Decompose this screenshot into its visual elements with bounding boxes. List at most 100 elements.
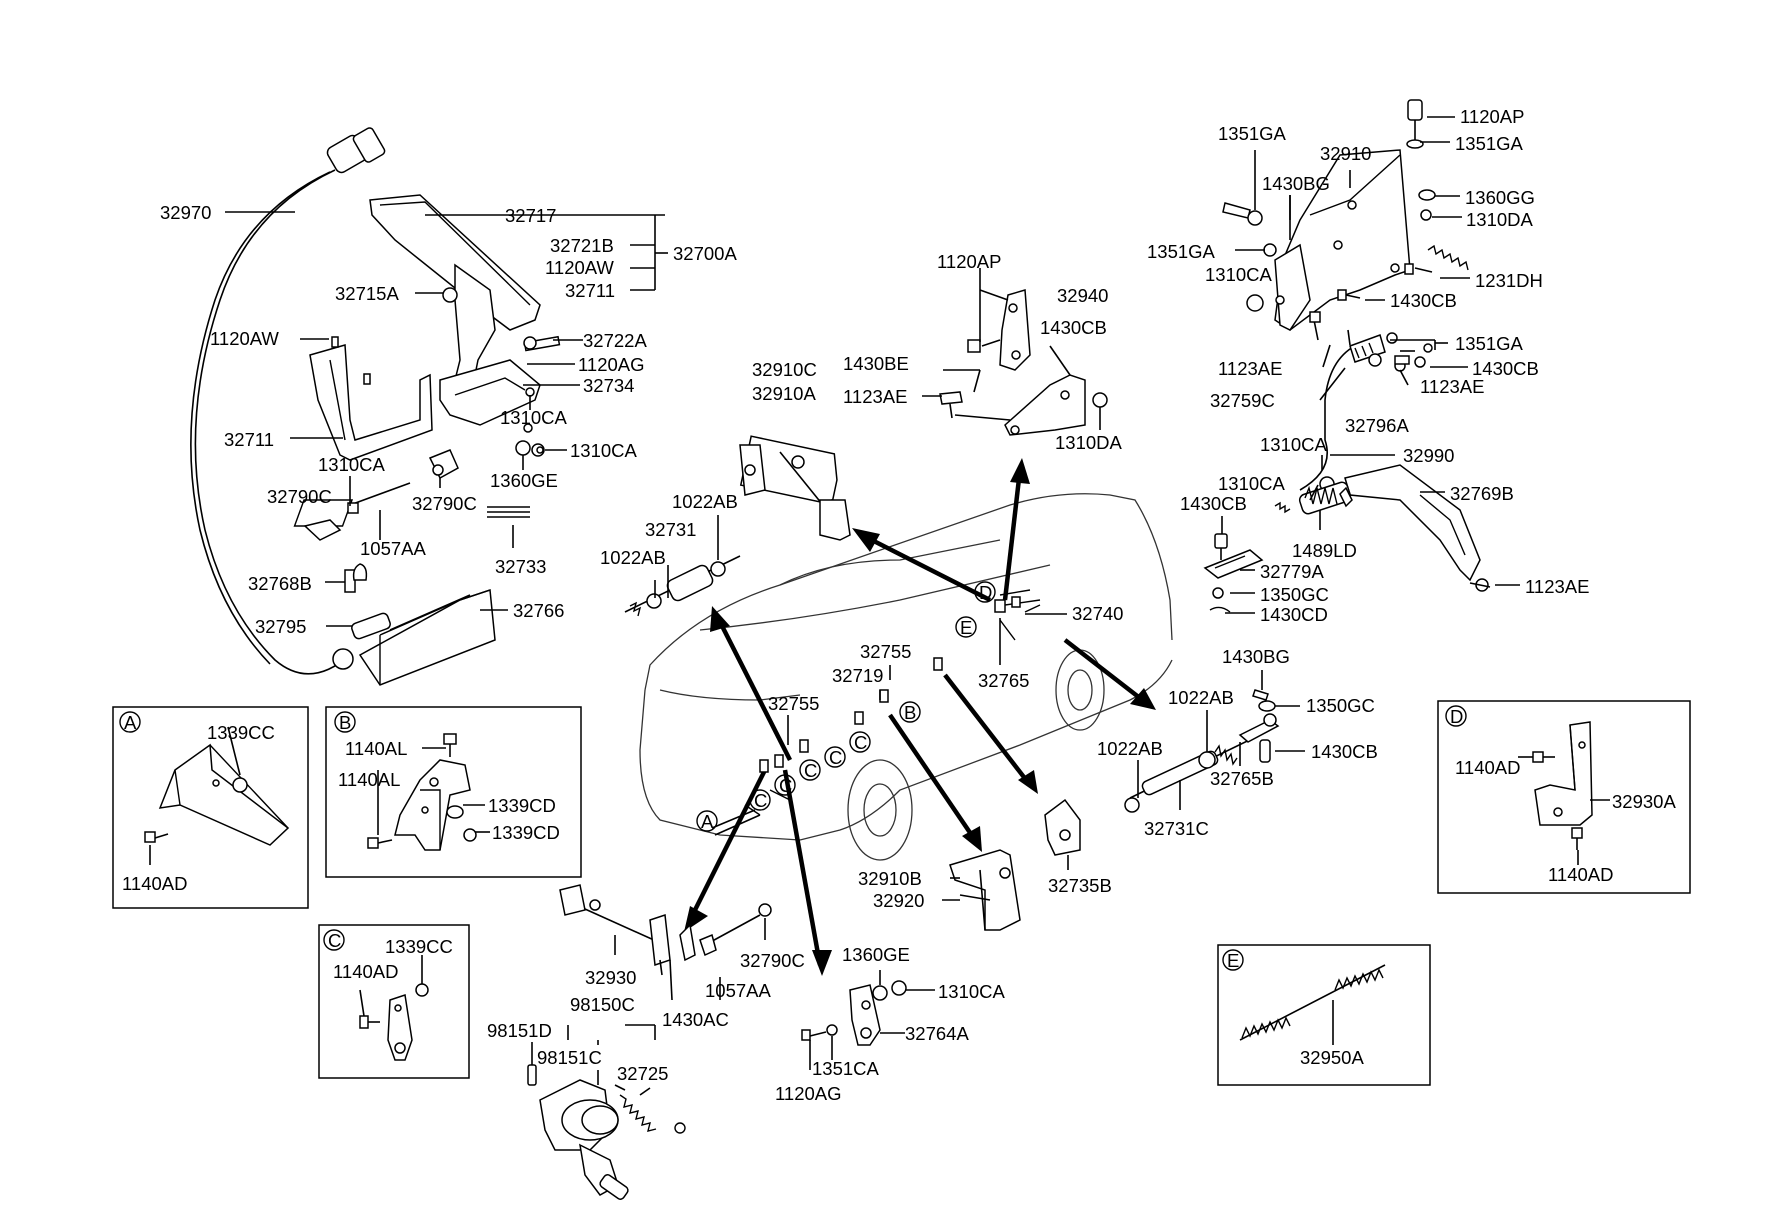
label-32910: 32910 xyxy=(1320,143,1371,164)
label-1120aw-a: 1120AW xyxy=(545,257,614,278)
label-1120ap-a: 1120AP xyxy=(937,251,1001,272)
linkage-parts xyxy=(711,589,1041,836)
label-32790c-b: 32790C xyxy=(412,493,477,514)
block-32735b xyxy=(1044,798,1081,856)
label-32722a: 32722A xyxy=(583,330,647,351)
label-32930: 32930 xyxy=(585,967,636,988)
inset-detail-e: E xyxy=(1217,944,1431,1086)
label-1140ad-c: 1140AD xyxy=(333,961,398,982)
label-1022ab-c: 1022AB xyxy=(1168,687,1234,708)
inset-detail-d: D xyxy=(1437,700,1691,894)
label-32790c-c: 32790C xyxy=(740,950,805,971)
label-1140ad-d1: 1140AD xyxy=(1455,757,1520,778)
label-1123ae-a: 1123AE xyxy=(843,386,907,407)
label-1430cb-c: 1430CB xyxy=(1472,358,1539,379)
label-32970: 32970 xyxy=(160,202,211,223)
bracket-32940 xyxy=(939,289,1108,436)
label-32768b: 32768B xyxy=(248,573,312,594)
label-32930a: 32930A xyxy=(1612,791,1676,812)
label-32755-b: 32755 xyxy=(768,693,819,714)
inset-detail-a: A xyxy=(112,706,309,909)
accelerator-pedal-assembly xyxy=(293,194,561,686)
bracket-32910b xyxy=(949,849,1021,931)
label-32795: 32795 xyxy=(255,616,306,637)
label-1351ga-d: 1351GA xyxy=(1455,333,1524,354)
label-1430bg-a: 1430BG xyxy=(1262,173,1330,194)
label-32764a: 32764A xyxy=(905,1023,969,1044)
label-1350gc-b: 1350GC xyxy=(1306,695,1375,716)
callout-c3: C xyxy=(804,760,817,781)
clutch-pedal-32769b xyxy=(1203,332,1491,613)
label-1057aa-a: 1057AA xyxy=(360,538,426,559)
label-1489ld: 1489LD xyxy=(1292,540,1357,561)
label-98151c: 98151C xyxy=(537,1047,602,1068)
label-1310ca-b: 1310CA xyxy=(570,440,638,461)
label-1057aa-b: 1057AA xyxy=(705,980,771,1001)
label-32765b: 32765B xyxy=(1210,768,1274,789)
label-32759c: 32759C xyxy=(1210,390,1275,411)
label-1022ab-a: 1022AB xyxy=(672,491,738,512)
label-32711-a: 32711 xyxy=(565,280,615,301)
label-1022ab-b: 1022AB xyxy=(600,547,666,568)
label-32910c: 32910C xyxy=(752,359,817,380)
label-32719: 32719 xyxy=(832,665,883,686)
label-1360ge-b: 1360GE xyxy=(842,944,910,965)
inset-e-letter: E xyxy=(1227,950,1239,971)
inset-b-letter: B xyxy=(339,712,351,733)
label-32765: 32765 xyxy=(978,670,1029,691)
callout-c5: C xyxy=(754,790,767,811)
inset-c-letter: C xyxy=(328,930,341,951)
label-1140ad-a: 1140AD xyxy=(122,873,187,894)
label-1339cd-a: 1339CD xyxy=(488,795,556,816)
label-98151d: 98151D xyxy=(487,1020,552,1041)
label-1310da-a: 1310DA xyxy=(1055,432,1123,453)
callout-c2: C xyxy=(829,747,842,768)
label-32779a: 32779A xyxy=(1260,561,1324,582)
label-1140al-b: 1140AL xyxy=(338,769,400,790)
label-1310ca-e: 1310CA xyxy=(1260,434,1328,455)
leader-lines xyxy=(149,116,1610,1096)
label-32721b: 32721B xyxy=(550,235,614,256)
inset-a-letter: A xyxy=(124,712,137,733)
part-labels: 32970 32717 32721B 32700A 1120AW 32711 3… xyxy=(122,106,1676,1104)
callout-e: E xyxy=(960,617,972,638)
label-1351ga-c: 1351GA xyxy=(1147,241,1216,262)
label-1360ge-a: 1360GE xyxy=(490,470,558,491)
callout-circles: D E B A C C C C C xyxy=(696,581,996,832)
label-1430ac: 1430AC xyxy=(662,1009,729,1030)
label-32700a: 32700A xyxy=(673,243,737,264)
label-1339cc-a: 1339CC xyxy=(207,722,275,743)
label-1430cb-d: 1430CB xyxy=(1180,493,1247,514)
label-1310ca-c: 1310CA xyxy=(318,454,386,475)
label-1310ca-g: 1310CA xyxy=(938,981,1006,1002)
label-1351ga-b: 1351GA xyxy=(1455,133,1524,154)
label-98150c: 98150C xyxy=(570,994,635,1015)
inset-detail-c: C xyxy=(318,924,470,1079)
label-32950a: 32950A xyxy=(1300,1047,1364,1068)
label-1120aw-b: 1120AW xyxy=(210,328,279,349)
label-1430cd: 1430CD xyxy=(1260,604,1328,625)
bushing-and-sleeve-32731 xyxy=(624,555,741,617)
vehicle-outline xyxy=(639,493,1173,861)
label-32711-b: 32711 xyxy=(224,429,274,450)
label-32731: 32731 xyxy=(645,519,696,540)
label-32796a: 32796A xyxy=(1345,415,1409,436)
label-32735b: 32735B xyxy=(1048,875,1112,896)
label-1339cd-b: 1339CD xyxy=(492,822,560,843)
label-32733: 32733 xyxy=(495,556,546,577)
callout-b: B xyxy=(904,702,916,723)
label-1430cb-e: 1430CB xyxy=(1311,741,1378,762)
label-32731c: 32731C xyxy=(1144,818,1209,839)
bracket-32910 xyxy=(1222,99,1469,346)
label-1360gg: 1360GG xyxy=(1465,187,1535,208)
shaft-32910c xyxy=(739,435,851,541)
label-1123ae-b: 1123AE xyxy=(1218,358,1282,379)
label-32790c-a: 32790C xyxy=(267,486,332,507)
label-1310ca-a: 1310CA xyxy=(500,407,568,428)
actuator-98150c xyxy=(527,1064,686,1200)
label-1123ae-d: 1123AE xyxy=(1525,576,1589,597)
label-1123ae-c: 1123AE xyxy=(1420,376,1484,397)
label-1140ad-d2: 1140AD xyxy=(1548,864,1613,885)
assembly-arrows xyxy=(684,458,1156,976)
